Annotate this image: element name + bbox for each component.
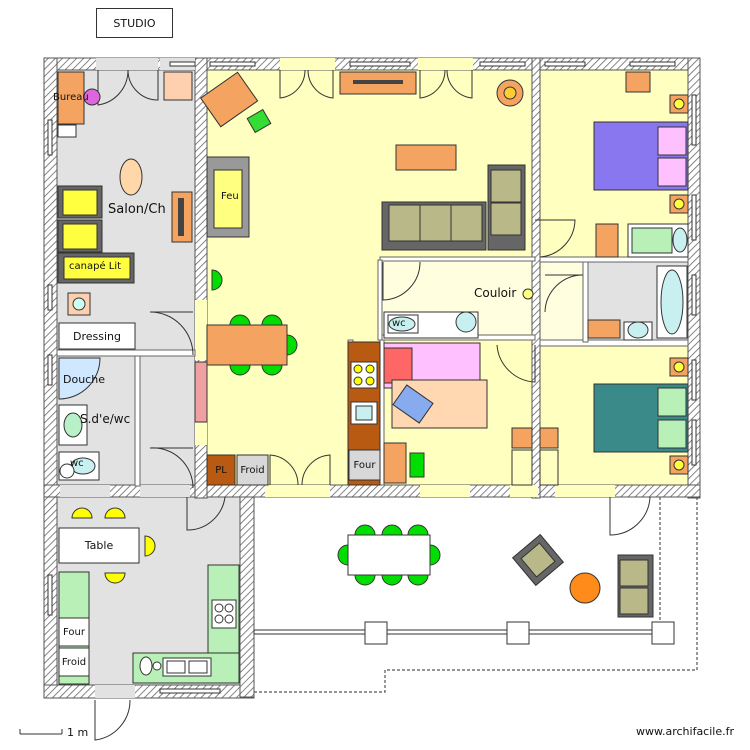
credit-text: www.archifacile.fr [636, 725, 735, 738]
froid-kitchen [58, 647, 90, 677]
kid-desk [383, 442, 407, 484]
living-desk-chair [246, 108, 272, 134]
label-pl: PL [215, 464, 227, 476]
terrace-table [347, 534, 431, 576]
side-table [119, 158, 143, 196]
living-desk [199, 71, 259, 128]
label-sdewc: S.d'e/wc [80, 412, 131, 426]
terrace [254, 497, 698, 693]
froid-cabinet [236, 454, 269, 486]
scale-bar [19, 729, 63, 735]
corridor-light [522, 288, 534, 300]
windows [47, 61, 697, 694]
title-text: STUDIO [113, 16, 156, 30]
shower [58, 357, 101, 400]
label-table: Table [84, 539, 114, 552]
studio-door-panel [194, 361, 208, 423]
scale-label: 1 m [67, 726, 89, 739]
dressing-cabinet [58, 322, 136, 350]
label-four-main: Four [353, 459, 376, 471]
four-kitchen [58, 617, 90, 647]
bed2-desk [511, 427, 533, 449]
label-feu: Feu [221, 191, 239, 202]
label-froid-kitchen: Froid [61, 656, 87, 668]
cooktop [211, 599, 237, 629]
terrace-rail [253, 621, 675, 645]
door-swings [94, 69, 651, 741]
desk [57, 71, 85, 125]
label-couloir: Couloir [474, 286, 517, 300]
kitchen-table [58, 527, 140, 564]
label-bureau: Bureau [53, 92, 89, 103]
bed1-cabinet [595, 223, 619, 258]
label-dressing: Dressing [73, 329, 121, 343]
wardrobe-top [163, 71, 193, 101]
label-douche: Douche [63, 373, 105, 386]
dining-table [206, 324, 288, 366]
label-wc-studio: wc [70, 458, 84, 469]
label-salon: Salon/Ch [108, 202, 166, 217]
terrace-side-table [569, 572, 601, 604]
label-froid-main: Froid [240, 464, 265, 476]
coffee-table [395, 144, 457, 171]
desk-chair [83, 88, 101, 106]
pl-cabinet [206, 454, 236, 486]
studio-window-seat [57, 124, 77, 138]
four-cabinet [348, 449, 381, 481]
label-canape: canapé Lit [69, 261, 122, 272]
label-four-kitchen: Four [63, 626, 85, 638]
bed1-nightstand-top [625, 71, 651, 93]
title-box: STUDIO [96, 8, 173, 38]
label-wc-main: wc [392, 318, 406, 329]
